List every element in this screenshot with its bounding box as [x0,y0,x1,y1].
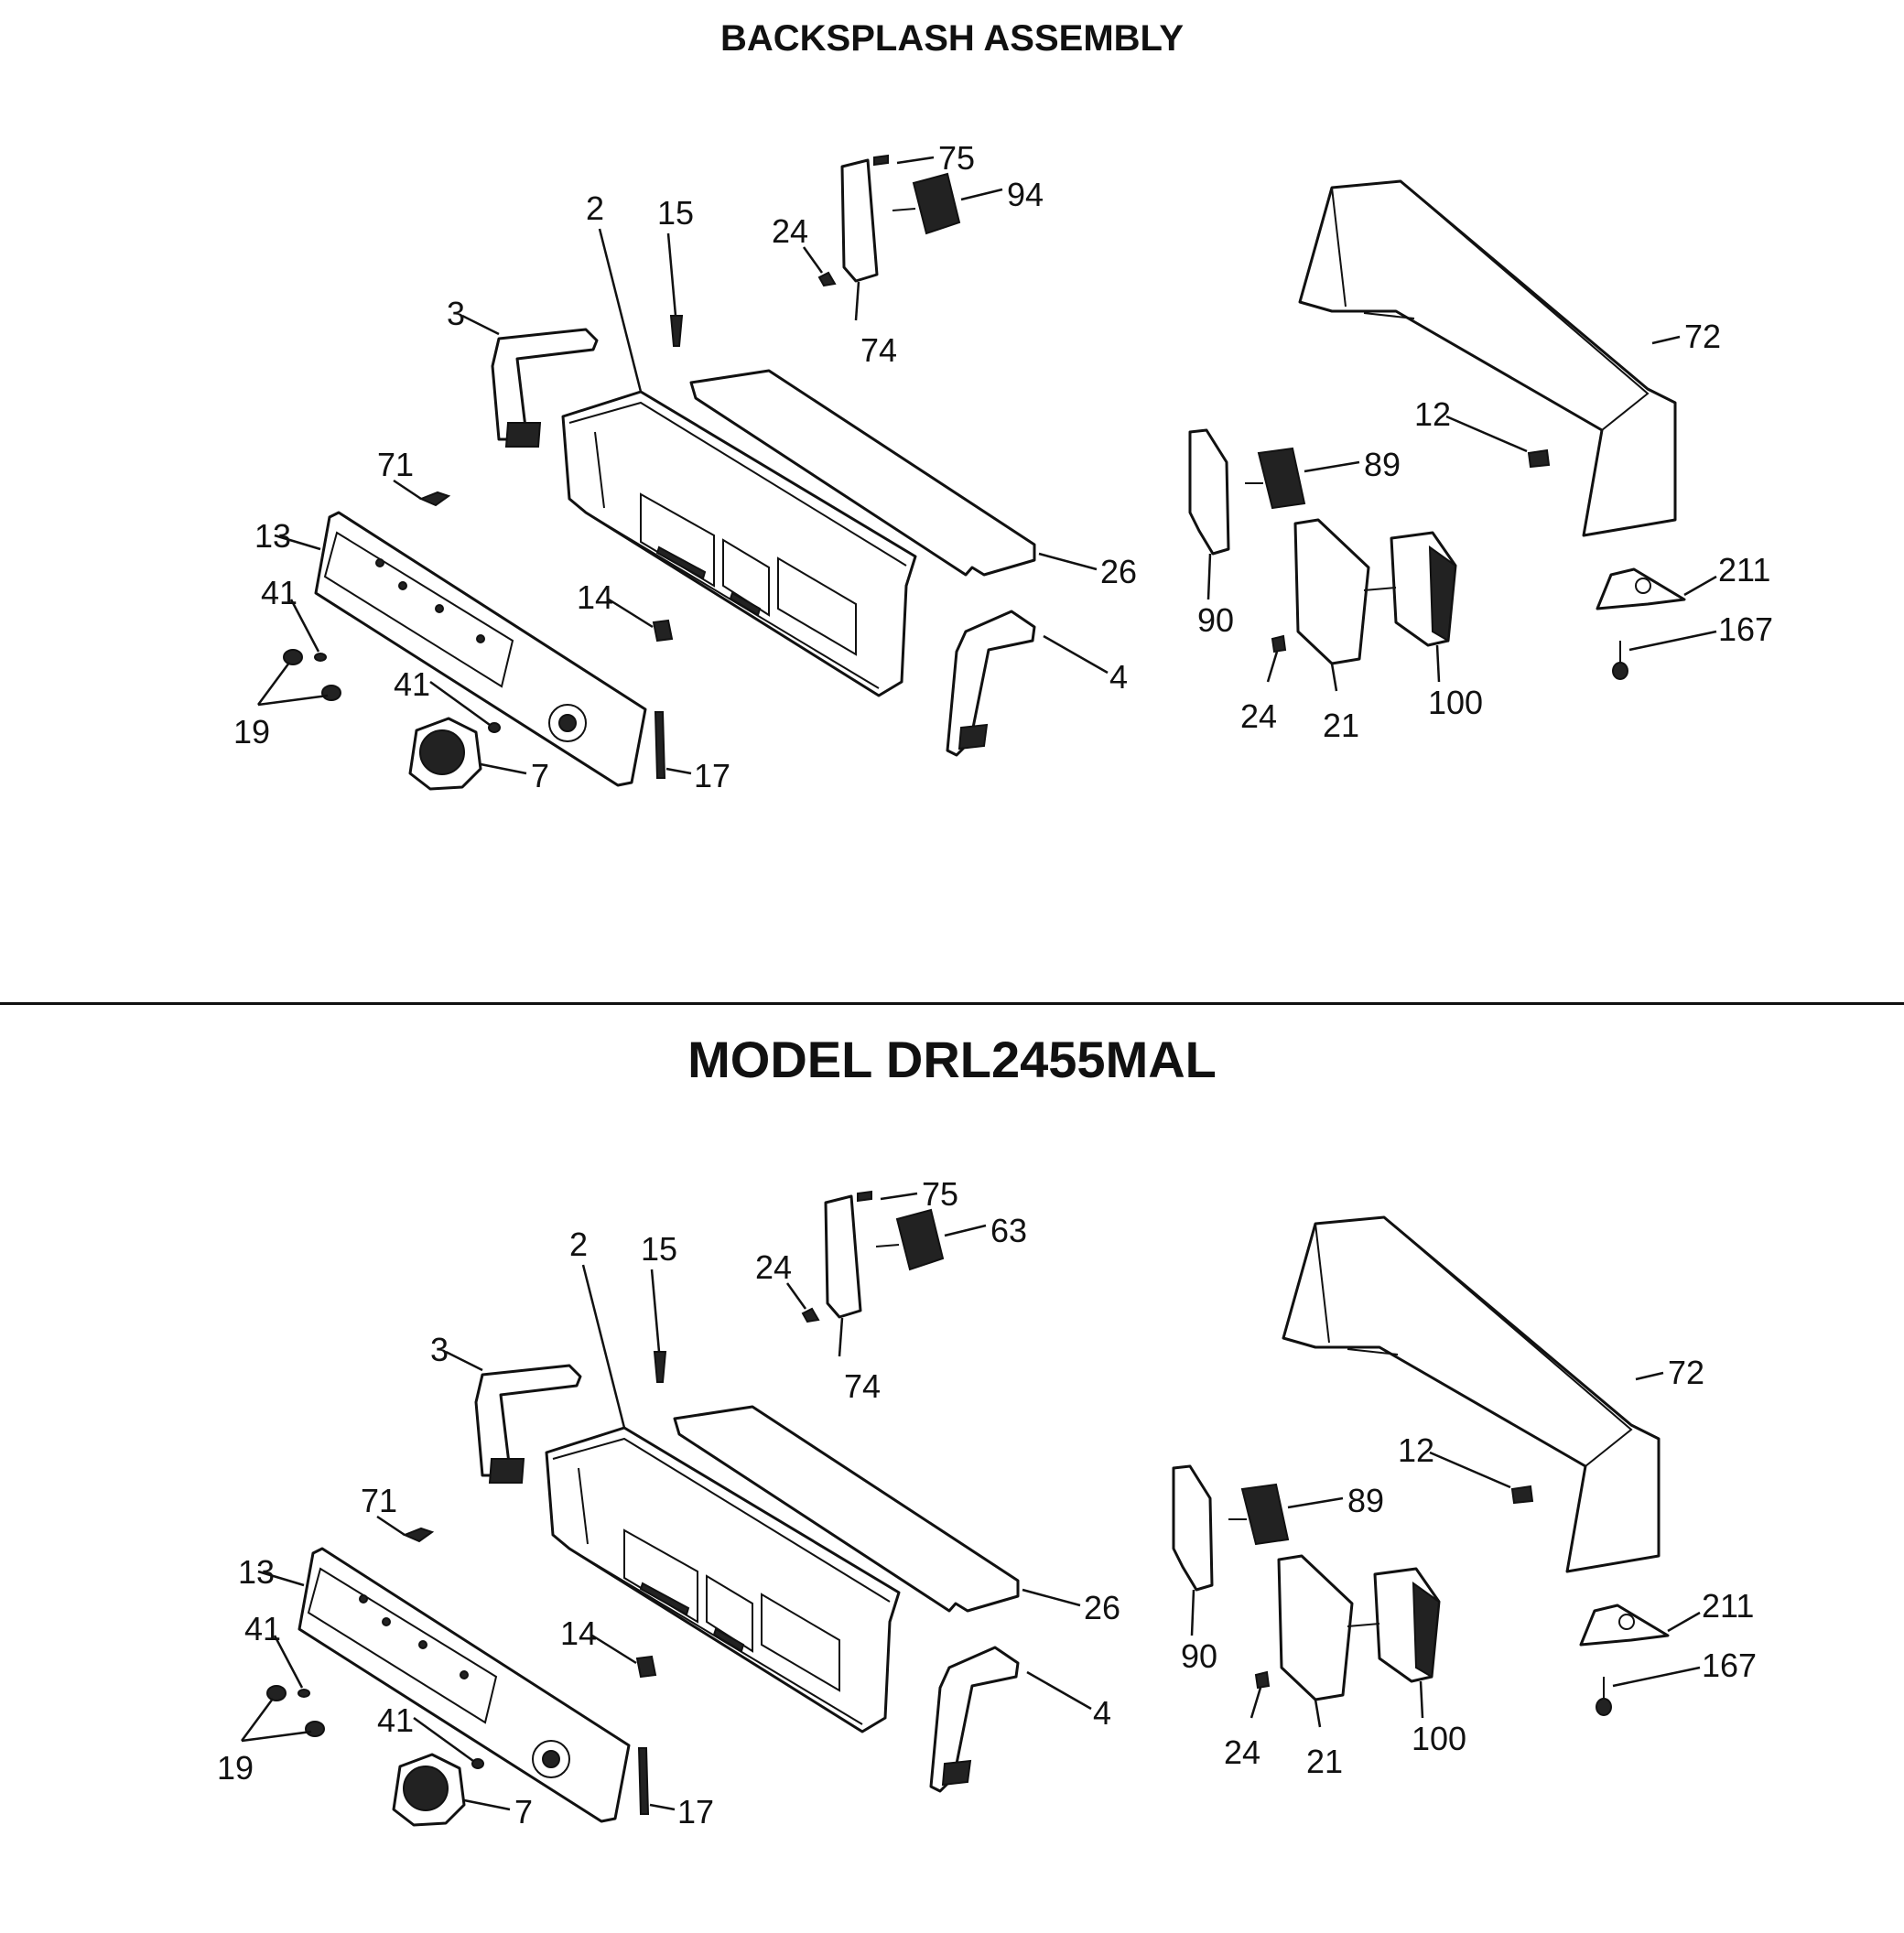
label-24: 24 [1240,697,1277,735]
label-19: 19 [217,1749,254,1787]
label-90: 90 [1181,1637,1217,1675]
section-divider [0,1002,1904,1005]
label-72: 72 [1668,1354,1704,1391]
label-4: 4 [1109,658,1128,696]
label-7: 7 [531,757,549,794]
label-167: 167 [1702,1647,1757,1684]
label-74: 74 [860,331,897,369]
label-4: 4 [1093,1694,1111,1732]
label-24: 24 [772,212,808,250]
label-24: 24 [1224,1733,1260,1771]
label-41: 41 [377,1701,414,1739]
label-71: 71 [377,446,414,483]
label-41: 41 [261,574,298,611]
label-13: 13 [238,1553,275,1591]
label-74: 74 [844,1367,881,1405]
diagram-bottom: 75 63 2 15 24 74 3 72 12 71 89 13 26 41 … [217,1175,1757,1830]
label-15: 15 [657,194,694,232]
label-89: 89 [1364,446,1401,483]
label-94: 94 [1007,176,1044,213]
label-21: 21 [1306,1743,1343,1780]
label-17: 17 [694,757,730,794]
label-100: 100 [1428,684,1483,721]
label-7: 7 [514,1793,533,1830]
label-26: 26 [1084,1589,1120,1626]
label-41: 41 [244,1610,281,1647]
label-75: 75 [922,1175,958,1213]
label-26: 26 [1100,553,1137,590]
label-100: 100 [1412,1720,1466,1757]
label-14: 14 [577,578,613,616]
label-41: 41 [394,665,430,703]
label-2: 2 [586,189,604,227]
label-211: 211 [1718,551,1770,589]
label-3: 3 [447,295,465,332]
label-75: 75 [938,139,975,177]
model-title: MODEL DRL2455MAL [687,1031,1217,1088]
page-title: BACKSPLASH ASSEMBLY [720,18,1184,59]
label-211: 211 [1702,1587,1754,1625]
diagram-top: 75 94 2 15 24 74 3 72 12 71 89 13 26 41 … [233,139,1773,794]
label-21: 21 [1323,707,1359,744]
label-15: 15 [641,1230,677,1268]
label-3: 3 [430,1331,449,1368]
label-19: 19 [233,713,270,751]
label-12: 12 [1398,1431,1434,1469]
label-24: 24 [755,1248,792,1286]
label-167: 167 [1718,610,1773,648]
label-12: 12 [1414,395,1451,433]
label-71: 71 [361,1482,397,1519]
label-2: 2 [569,1226,588,1263]
label-89: 89 [1347,1482,1384,1519]
label-90: 90 [1197,601,1234,639]
label-14: 14 [560,1614,597,1652]
label-72: 72 [1684,318,1721,355]
label-17: 17 [677,1793,714,1830]
label-13: 13 [254,517,291,555]
label-63: 63 [990,1212,1027,1249]
